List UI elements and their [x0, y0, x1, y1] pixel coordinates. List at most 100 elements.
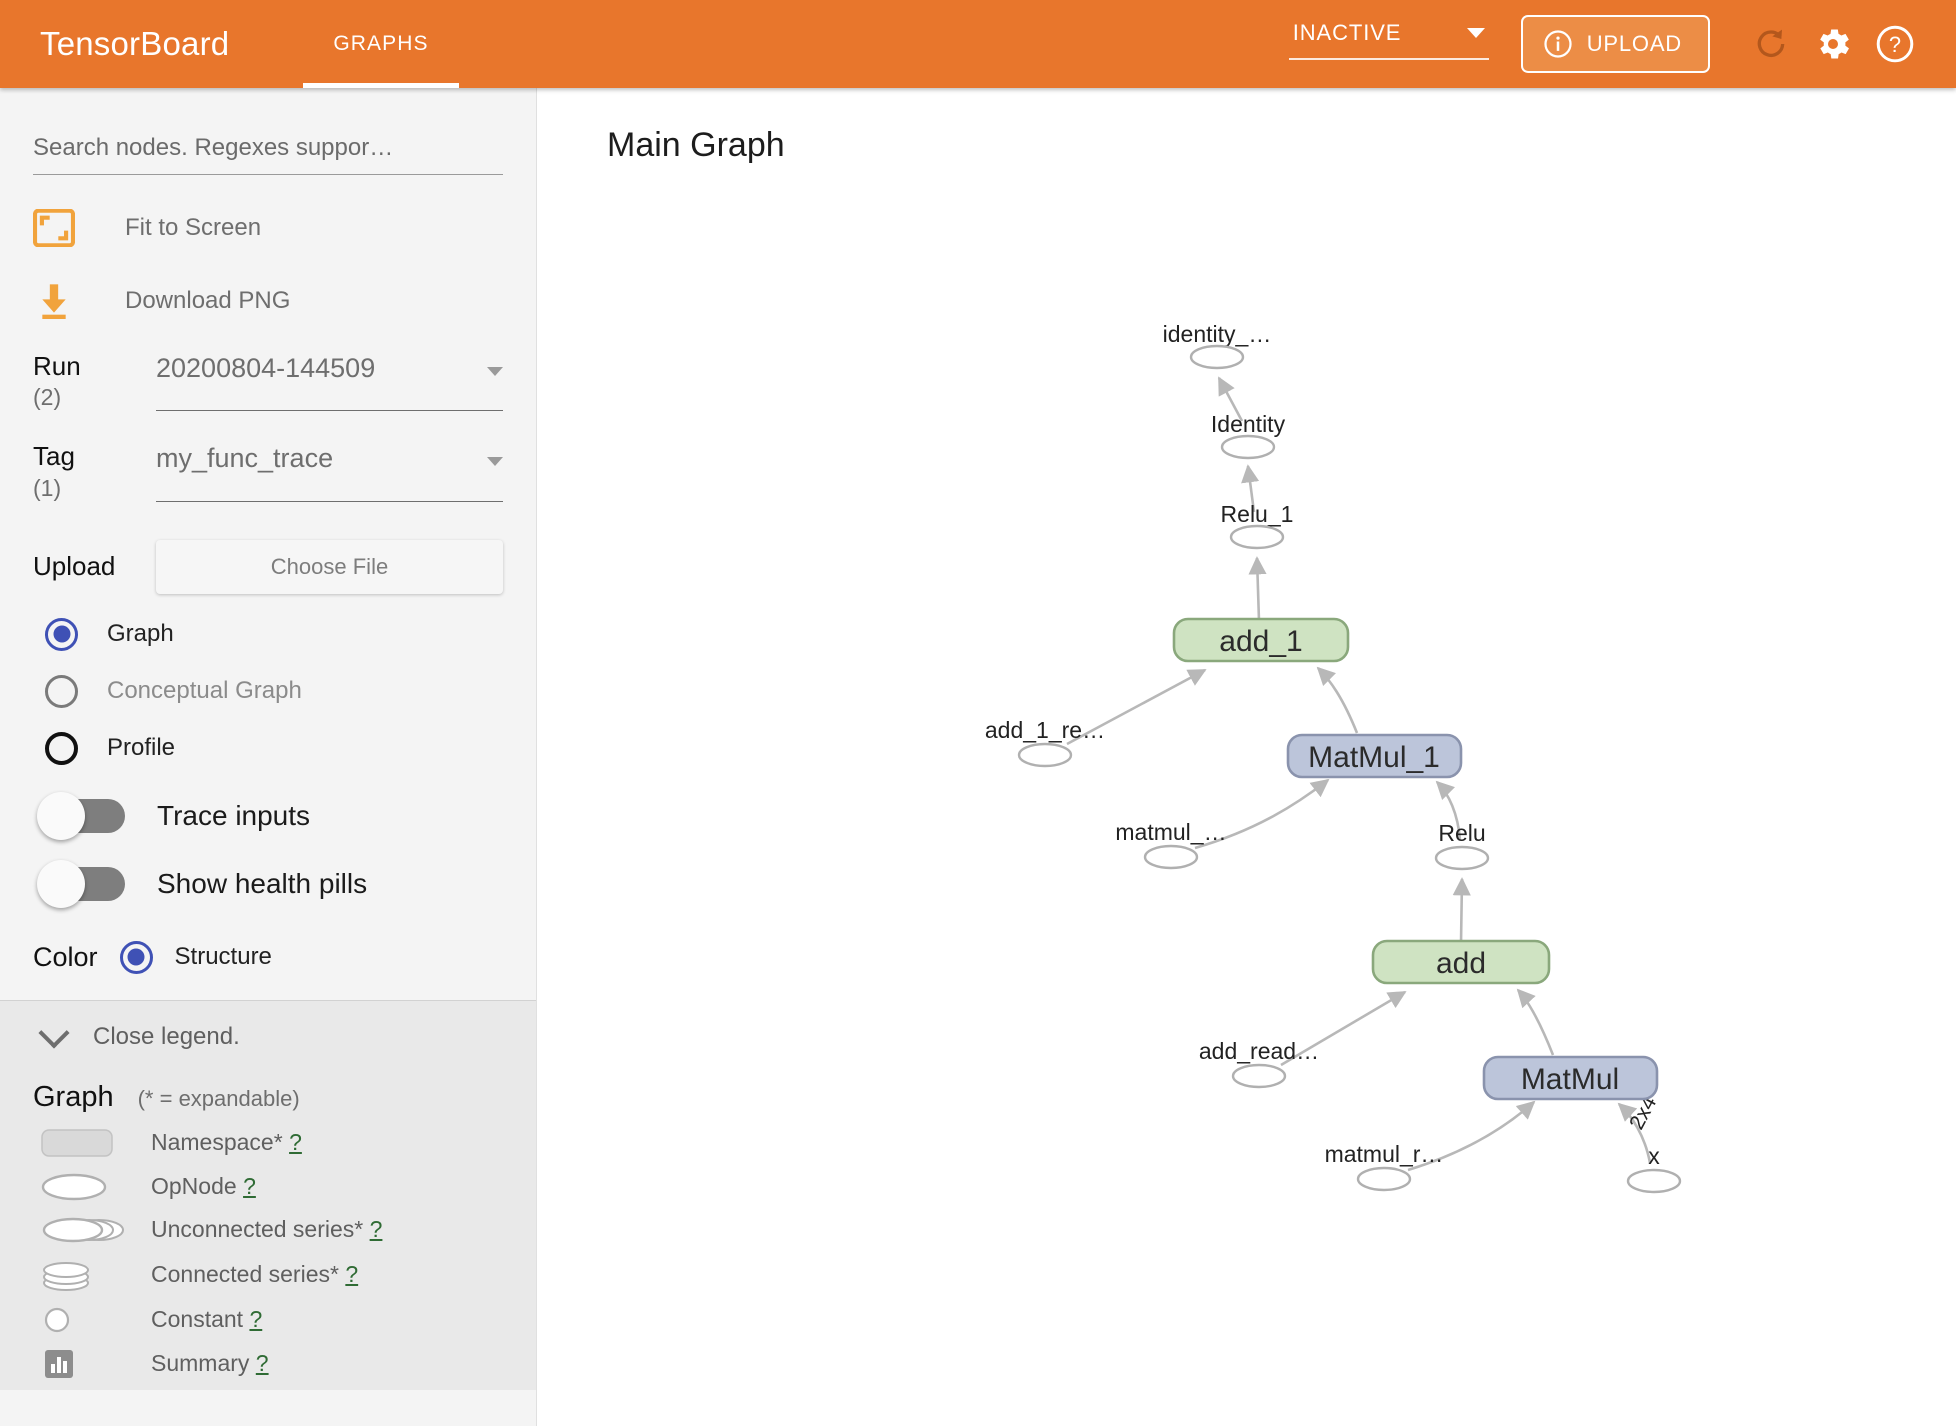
node-label: add_1_re… [985, 717, 1105, 743]
refresh-button[interactable] [1744, 17, 1798, 71]
node-relu-1[interactable]: Relu_1 [1221, 501, 1294, 550]
chevron-down-icon [1466, 28, 1485, 38]
tag-value: my_func_trace [156, 443, 334, 474]
run-status-label: INACTIVE [1292, 20, 1402, 45]
help-link[interactable]: ? [345, 1261, 359, 1288]
help-link[interactable]: ? [243, 1173, 256, 1200]
radio-conceptual-graph[interactable]: Conceptual Graph [33, 674, 503, 708]
help-button[interactable]: ? [1868, 17, 1922, 71]
help-link[interactable]: ? [249, 1306, 263, 1333]
edge [1217, 376, 1244, 422]
node-label: x [1648, 1143, 1660, 1169]
toggle-show-health-pills[interactable]: Show health pills [33, 859, 503, 908]
radio-profile[interactable]: Profile [33, 731, 503, 765]
opnode-ellipse-icon [1231, 1063, 1287, 1089]
toggle-show-health-pills-switch [37, 859, 125, 908]
legend-item: Constant ? [33, 1305, 503, 1335]
edge [1194, 778, 1330, 850]
radio-conceptual-graph-indicator [45, 674, 78, 708]
svg-text:?: ? [1889, 32, 1901, 57]
node-x[interactable]: x [1626, 1143, 1682, 1194]
legend-label: Constant [151, 1306, 244, 1333]
graph-svg[interactable]: 2x4 identity_… Identity Relu_1 add_1 [537, 88, 1956, 1426]
help-link[interactable]: ? [289, 1129, 302, 1156]
upload-button-label: UPLOAD [1586, 31, 1682, 56]
graph-edges: 2x4 [1066, 376, 1661, 1172]
download-png-label: Download PNG [125, 287, 291, 314]
node-label: add_read… [1199, 1038, 1319, 1064]
opnode-ellipse-icon [1220, 434, 1276, 460]
edge [1280, 990, 1407, 1067]
node-label: add_1 [1219, 625, 1302, 658]
edge [1248, 556, 1267, 622]
tag-dropdown[interactable]: my_func_trace [156, 443, 503, 502]
close-legend-label: Close legend. [93, 1022, 240, 1050]
tab-graphs[interactable]: GRAPHS [303, 0, 459, 88]
node-matmul[interactable]: MatMul [1482, 1055, 1659, 1101]
node-label: identity_… [1163, 321, 1272, 347]
fit-to-screen-icon [33, 209, 95, 247]
refresh-icon [1757, 29, 1785, 57]
legend-title: Graph [33, 1080, 114, 1113]
toggle-trace-inputs[interactable]: Trace inputs [33, 791, 503, 840]
node-add[interactable]: add [1371, 939, 1551, 985]
radio-profile-label: Profile [107, 734, 176, 762]
connected-series-icon [33, 1258, 133, 1292]
fit-to-screen-label: Fit to Screen [125, 214, 262, 241]
radio-graph[interactable]: Graph [33, 617, 503, 651]
run-status-dropdown[interactable]: INACTIVE [1288, 20, 1489, 60]
node-relu[interactable]: Relu [1434, 820, 1490, 871]
node-matmul-read[interactable]: matmul_r… [1325, 1141, 1444, 1192]
opnode-ellipse-icon [1356, 1166, 1412, 1192]
fit-to-screen-button[interactable]: Fit to Screen [33, 209, 503, 247]
sidebar: Fit to Screen Download PNG Run (2) 20200… [0, 88, 537, 1426]
search-input[interactable] [33, 134, 503, 175]
color-label: Color [33, 941, 98, 972]
node-label: Relu [1438, 820, 1485, 846]
help-link[interactable]: ? [369, 1216, 383, 1243]
settings-button[interactable] [1806, 17, 1860, 71]
legend-item: OpNode ? [33, 1172, 503, 1202]
choose-file-button[interactable]: Choose File [156, 539, 503, 594]
legend-label: Summary [151, 1350, 250, 1377]
toggle-trace-inputs-switch [37, 791, 125, 840]
color-section: Color Structure [33, 940, 503, 1000]
opnode-ellipse-icon [1143, 844, 1199, 870]
node-matmul-1-read[interactable]: matmul_… [1115, 819, 1227, 870]
search-container [0, 88, 536, 175]
node-identity[interactable]: Identity [1211, 411, 1286, 460]
download-icon [33, 281, 95, 321]
node-add-read[interactable]: add_read… [1199, 1038, 1319, 1089]
namespace-rect-icon [1172, 617, 1350, 663]
opnode-ellipse-icon [1017, 742, 1073, 768]
upload-button[interactable]: UPLOAD [1520, 15, 1710, 73]
run-dropdown[interactable]: 20200804-144509 [156, 353, 503, 412]
run-count: (2) [33, 384, 62, 411]
close-legend-button[interactable]: Close legend. [33, 1017, 503, 1051]
edge [1617, 1102, 1652, 1164]
radio-graph-indicator [45, 617, 78, 651]
run-field: Run (2) 20200804-144509 [33, 351, 503, 412]
graph-canvas[interactable]: Main Graph [537, 88, 1956, 1426]
legend-item: Connected series* ? [33, 1258, 503, 1292]
opnode-ellipse-icon [33, 1172, 133, 1202]
radio-structure-indicator[interactable] [119, 940, 153, 974]
toggle-show-health-pills-label: Show health pills [157, 867, 368, 899]
node-add-1-read[interactable]: add_1_re… [985, 717, 1105, 768]
download-png-button[interactable]: Download PNG [33, 281, 503, 321]
namespace-rect-icon [33, 1127, 133, 1159]
help-icon: ? [1876, 25, 1914, 63]
node-label: matmul_r… [1325, 1141, 1444, 1167]
info-icon [1544, 30, 1572, 58]
help-link[interactable]: ? [255, 1350, 269, 1377]
namespace-rect-icon [1371, 939, 1551, 985]
node-identity-out[interactable]: identity_… [1163, 321, 1272, 370]
run-label: Run [33, 351, 81, 381]
summary-square-icon [33, 1348, 133, 1380]
radio-graph-label: Graph [107, 620, 174, 648]
node-matmul-1[interactable]: MatMul_1 [1286, 733, 1463, 779]
node-add-1[interactable]: add_1 [1172, 617, 1350, 663]
toggle-trace-inputs-label: Trace inputs [157, 799, 311, 831]
constant-circle-icon [33, 1305, 133, 1335]
legend-label: Connected series* [151, 1261, 339, 1288]
